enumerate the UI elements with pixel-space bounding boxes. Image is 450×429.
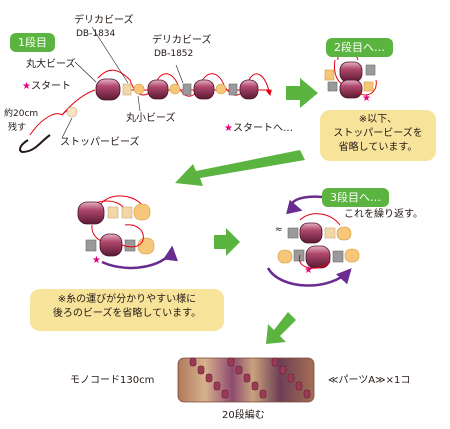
- tail-length: 約20cm: [4, 109, 39, 119]
- parts-label: ≪パーツA≫×1コ: [328, 375, 411, 386]
- delica-bead: [228, 83, 238, 96]
- tail-leave: 残す: [8, 123, 27, 133]
- note-line2: ストッパービーズを: [333, 128, 423, 139]
- big-round-bead: [147, 79, 169, 100]
- arrow-mid: [214, 228, 240, 256]
- delica2-name: デリカビーズ: [152, 35, 212, 46]
- big-round-bead: [95, 78, 121, 101]
- to-row3-tag: 3段目へ…: [322, 188, 389, 207]
- thread-tail: [19, 134, 51, 154]
- delica-bead: [122, 83, 132, 96]
- note-line3: 省略しています。: [338, 142, 418, 153]
- step2-note: ※以下、 ストッパービーズを 省略しています。: [320, 110, 436, 161]
- delica-bead: [182, 83, 192, 96]
- big-round-label: 丸大ビーズ: [26, 59, 76, 70]
- arrow-to-final: [266, 312, 296, 344]
- step2-beads: [324, 51, 377, 99]
- big-round-bead: [239, 79, 259, 100]
- star-icon: ★: [22, 81, 31, 92]
- stopper-bead: [66, 106, 78, 118]
- small-round-bead: [133, 83, 145, 95]
- star-icon: ★: [224, 123, 233, 134]
- step3-right-beads: ≈: [266, 195, 360, 287]
- repeat-label: これを繰り返す。: [344, 209, 423, 220]
- step3-note: ※糸の運びが分かりやすい様に 後ろのビーズを省略しています。: [30, 289, 224, 331]
- step1-title: 1段目: [10, 33, 55, 52]
- step3-left-beads: [77, 195, 178, 270]
- big-round-bead: [193, 79, 215, 100]
- arrow-to-step3: [175, 150, 305, 186]
- svg-text:≈: ≈: [275, 225, 283, 235]
- note-line2: 後ろのビーズを省略しています。: [52, 308, 202, 319]
- star-icon: ★: [92, 255, 101, 266]
- star-icon: ★: [362, 93, 371, 104]
- star-icon: ★: [304, 265, 313, 276]
- note-line1: ※以下、: [358, 114, 398, 125]
- to-row2-tag: 2段目へ…: [326, 38, 393, 57]
- small-round-bead: [215, 83, 227, 95]
- delica1-name: デリカビーズ: [74, 15, 134, 26]
- step1-beads: [66, 78, 259, 118]
- leader-lines: [61, 26, 184, 139]
- finished-band: [177, 357, 315, 403]
- note-line1: ※糸の運びが分かりやすい様に: [57, 294, 197, 305]
- start-next-label: ★スタートへ…: [224, 123, 293, 134]
- arrow-to-step2: [286, 78, 318, 108]
- rows-label: 20段編む: [222, 410, 265, 421]
- small-round-bead: [169, 83, 181, 95]
- mono-cord-label: モノコード130cm: [70, 375, 155, 386]
- delica1-code: DB-1834: [76, 29, 116, 39]
- delica2-code: DB-1852: [154, 49, 194, 59]
- start-label: ★スタート: [22, 81, 71, 92]
- small-round-label: 丸小ビーズ: [126, 113, 176, 124]
- stopper-label: ストッパービーズ: [60, 137, 140, 148]
